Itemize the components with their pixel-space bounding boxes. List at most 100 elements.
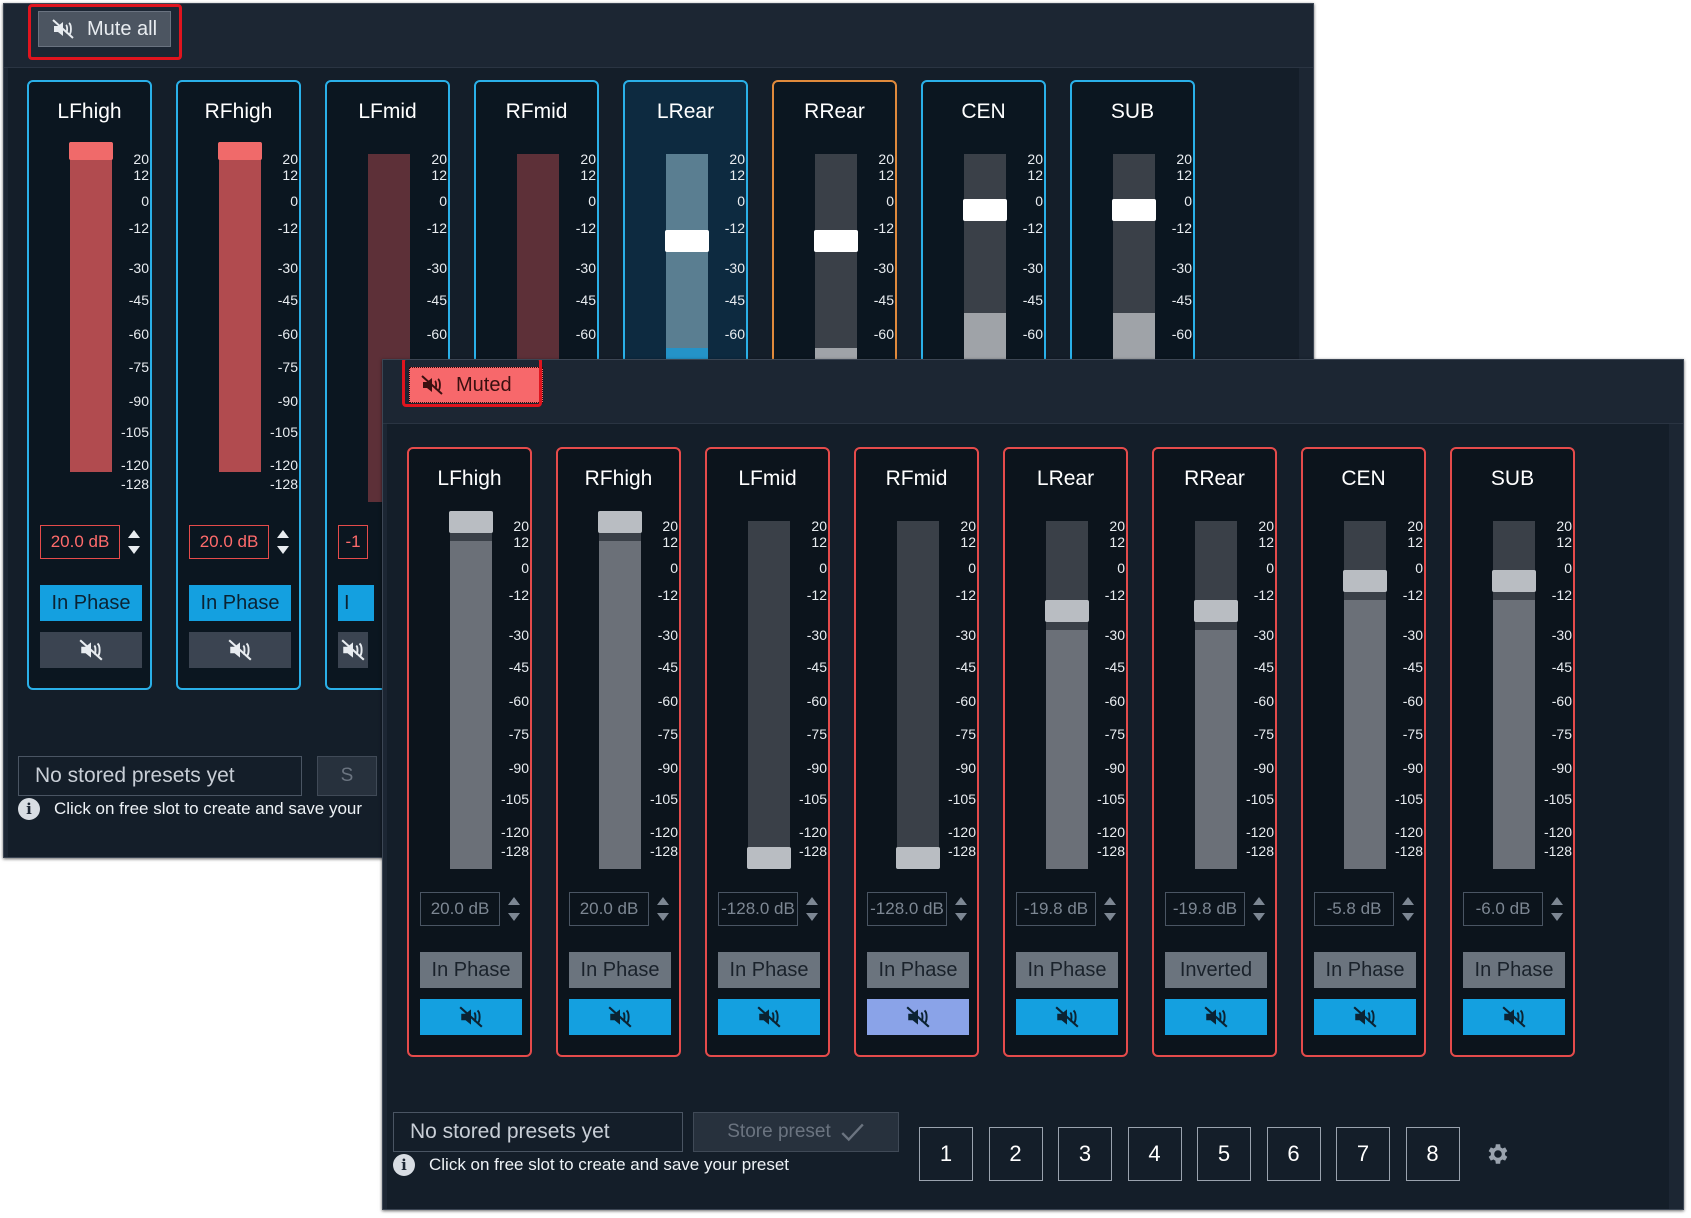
mute-button[interactable] bbox=[338, 632, 368, 668]
stepper-up-icon[interactable] bbox=[128, 530, 140, 538]
stepper-down-icon[interactable] bbox=[1551, 913, 1563, 921]
preset-slot-8[interactable]: 8 bbox=[1405, 1127, 1460, 1181]
fader-handle[interactable] bbox=[218, 142, 262, 160]
db-value-field[interactable]: 20.0 dB bbox=[40, 525, 120, 559]
level-fader[interactable] bbox=[1045, 521, 1089, 869]
level-fader[interactable] bbox=[69, 142, 113, 472]
stepper-down-icon[interactable] bbox=[1253, 913, 1265, 921]
db-stepper[interactable] bbox=[655, 892, 671, 926]
phase-button[interactable]: In Phase bbox=[569, 952, 671, 988]
mute-button[interactable] bbox=[569, 999, 671, 1035]
db-value-field[interactable]: -5.8 dB bbox=[1314, 892, 1394, 926]
mute-button[interactable] bbox=[1016, 999, 1118, 1035]
fader-handle[interactable] bbox=[598, 511, 642, 533]
db-value-field[interactable]: 20.0 dB bbox=[569, 892, 649, 926]
stepper-down-icon[interactable] bbox=[277, 546, 289, 554]
preset-slot-7[interactable]: 7 bbox=[1336, 1127, 1390, 1181]
preset-slot-6[interactable]: 6 bbox=[1266, 1127, 1321, 1181]
stepper-down-icon[interactable] bbox=[955, 913, 967, 921]
preset-slot-5[interactable]: 5 bbox=[1197, 1127, 1251, 1181]
db-value-field[interactable]: -1 bbox=[338, 525, 368, 559]
stepper-down-icon[interactable] bbox=[1402, 913, 1414, 921]
stepper-down-icon[interactable] bbox=[508, 913, 520, 921]
db-stepper[interactable] bbox=[1102, 892, 1118, 926]
fader-handle[interactable] bbox=[1194, 599, 1238, 622]
db-stepper[interactable] bbox=[275, 525, 291, 559]
stepper-down-icon[interactable] bbox=[1104, 913, 1116, 921]
stepper-down-icon[interactable] bbox=[657, 913, 669, 921]
fader-handle[interactable] bbox=[1112, 199, 1156, 221]
stepper-up-icon[interactable] bbox=[1402, 897, 1414, 905]
stepper-up-icon[interactable] bbox=[1104, 897, 1116, 905]
stepper-up-icon[interactable] bbox=[1551, 897, 1563, 905]
db-value-field[interactable]: -19.8 dB bbox=[1165, 892, 1245, 926]
mute-button[interactable] bbox=[718, 999, 820, 1035]
preset-slot-2[interactable]: 2 bbox=[988, 1127, 1043, 1181]
phase-button[interactable]: In Phase bbox=[718, 952, 820, 988]
mute-button[interactable] bbox=[867, 999, 969, 1035]
level-fader[interactable] bbox=[1194, 521, 1238, 869]
db-value-field[interactable]: -128.0 dB bbox=[867, 892, 947, 926]
db-stepper[interactable] bbox=[1549, 892, 1565, 926]
stepper-up-icon[interactable] bbox=[1253, 897, 1265, 905]
fader-handle[interactable] bbox=[69, 142, 113, 160]
level-fader[interactable] bbox=[1492, 521, 1536, 869]
db-stepper[interactable] bbox=[953, 892, 969, 926]
db-value-field[interactable]: -19.8 dB bbox=[1016, 892, 1096, 926]
stepper-up-icon[interactable] bbox=[955, 897, 967, 905]
db-value-field[interactable]: -128.0 dB bbox=[718, 892, 798, 926]
mute-button[interactable] bbox=[420, 999, 522, 1035]
fader-handle[interactable] bbox=[665, 230, 709, 252]
stepper-up-icon[interactable] bbox=[277, 530, 289, 538]
phase-button[interactable]: In Phase bbox=[420, 952, 522, 988]
fader-handle[interactable] bbox=[814, 230, 858, 252]
preset-name-input[interactable]: No stored presets yet bbox=[18, 756, 302, 796]
fader-handle[interactable] bbox=[896, 847, 940, 869]
stepper-up-icon[interactable] bbox=[806, 897, 818, 905]
level-fader[interactable] bbox=[218, 142, 262, 472]
phase-button[interactable]: In Phase bbox=[40, 585, 142, 621]
store-preset-button[interactable]: S bbox=[317, 756, 377, 796]
fader-handle[interactable] bbox=[747, 847, 791, 869]
mute-button[interactable] bbox=[1314, 999, 1416, 1035]
fader-handle[interactable] bbox=[963, 199, 1007, 221]
mute-button[interactable] bbox=[40, 632, 142, 668]
stepper-up-icon[interactable] bbox=[508, 897, 520, 905]
phase-button[interactable]: I bbox=[338, 585, 374, 621]
db-stepper[interactable] bbox=[506, 892, 522, 926]
level-fader[interactable] bbox=[1343, 521, 1387, 869]
phase-button[interactable]: In Phase bbox=[867, 952, 969, 988]
preset-name-input[interactable]: No stored presets yet bbox=[393, 1112, 683, 1152]
db-value-field[interactable]: 20.0 dB bbox=[420, 892, 500, 926]
level-fader[interactable] bbox=[598, 511, 642, 869]
mute-all-button[interactable]: Mute all bbox=[38, 11, 171, 47]
phase-button[interactable]: In Phase bbox=[1463, 952, 1565, 988]
fader-handle[interactable] bbox=[1492, 570, 1536, 593]
gear-icon[interactable] bbox=[1484, 1141, 1510, 1167]
fader-handle[interactable] bbox=[1343, 570, 1387, 593]
mute-button[interactable] bbox=[1165, 999, 1267, 1035]
fader-handle[interactable] bbox=[1045, 599, 1089, 622]
store-preset-button[interactable]: Store preset bbox=[693, 1112, 899, 1152]
stepper-down-icon[interactable] bbox=[806, 913, 818, 921]
db-stepper[interactable] bbox=[1251, 892, 1267, 926]
phase-button[interactable]: In Phase bbox=[1314, 952, 1416, 988]
mute-button[interactable] bbox=[189, 632, 291, 668]
phase-button[interactable]: In Phase bbox=[1016, 952, 1118, 988]
stepper-up-icon[interactable] bbox=[657, 897, 669, 905]
stepper-down-icon[interactable] bbox=[128, 546, 140, 554]
level-fader[interactable] bbox=[747, 521, 791, 869]
level-fader[interactable] bbox=[896, 521, 940, 869]
db-stepper[interactable] bbox=[804, 892, 820, 926]
muted-button[interactable]: Muted bbox=[409, 367, 543, 403]
db-stepper[interactable] bbox=[126, 525, 142, 559]
db-value-field[interactable]: 20.0 dB bbox=[189, 525, 269, 559]
level-fader[interactable] bbox=[449, 511, 493, 869]
mute-button[interactable] bbox=[1463, 999, 1565, 1035]
phase-button[interactable]: In Phase bbox=[189, 585, 291, 621]
fader-handle[interactable] bbox=[449, 511, 493, 533]
phase-button[interactable]: Inverted bbox=[1165, 952, 1267, 988]
preset-slot-3[interactable]: 3 bbox=[1058, 1127, 1112, 1181]
db-stepper[interactable] bbox=[1400, 892, 1416, 926]
preset-slot-1[interactable]: 1 bbox=[919, 1127, 973, 1181]
